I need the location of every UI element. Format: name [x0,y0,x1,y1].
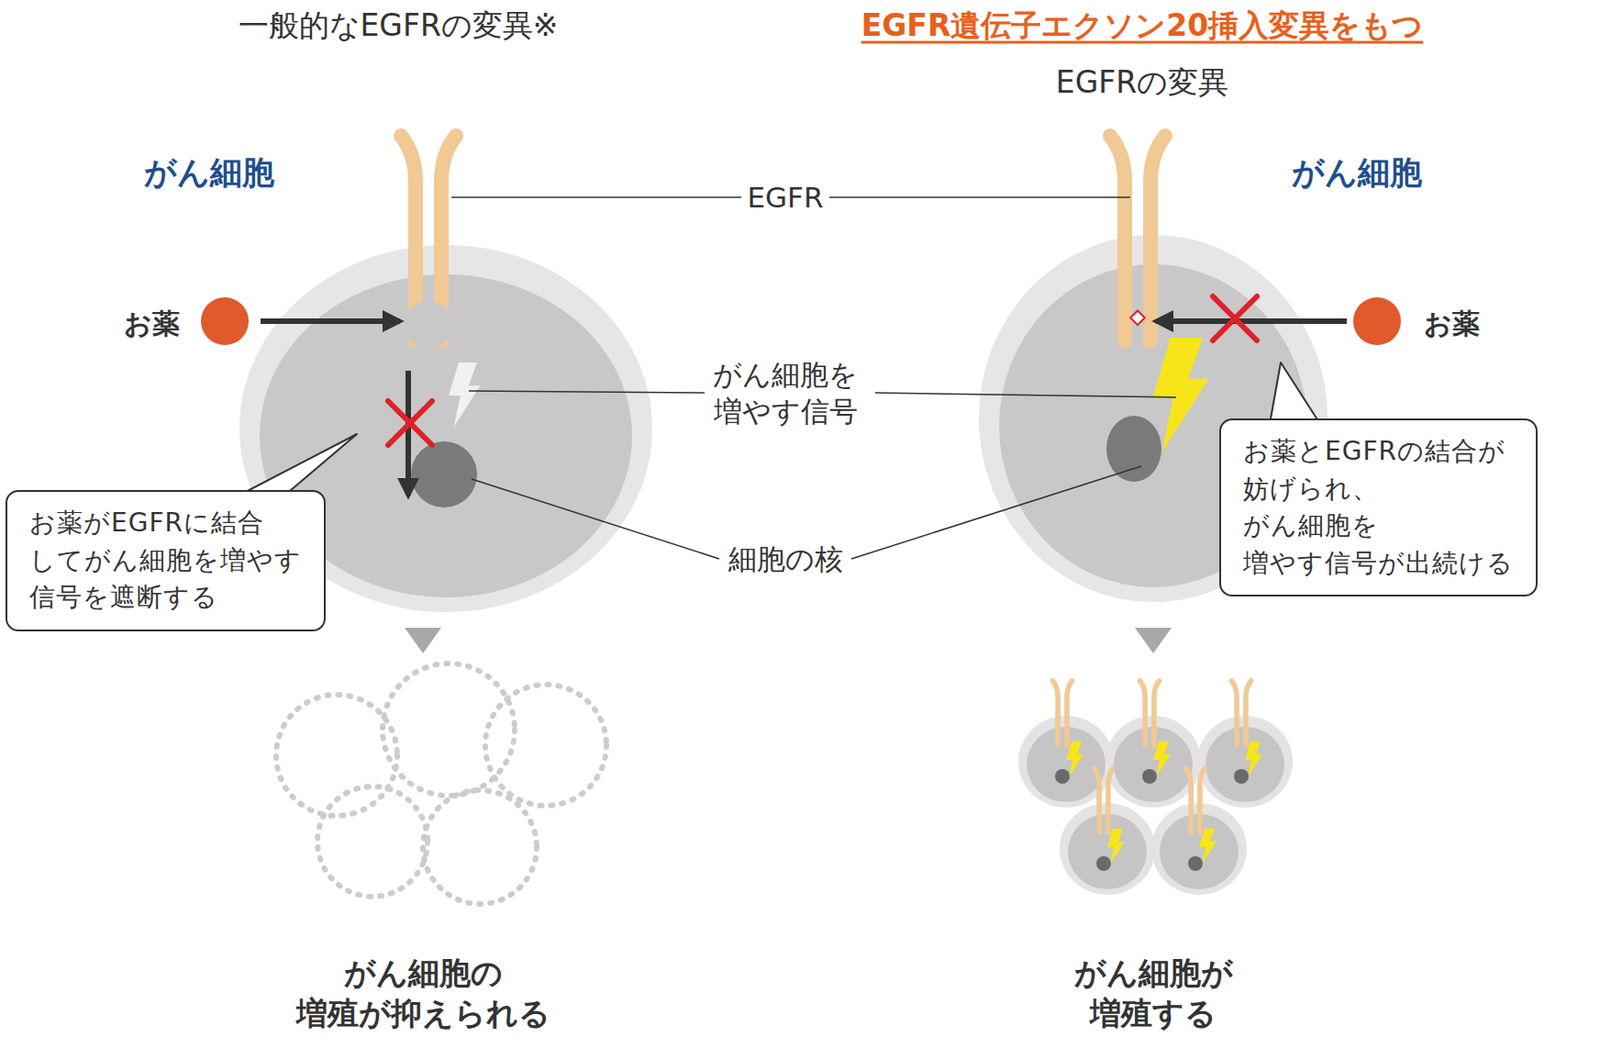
panel-title: 一般的なEGFRの変異※ [238,6,559,46]
callout-text: お薬とEGFRの結合が 妨げられ、がん細胞を 増やす信号が出続ける [1243,433,1514,582]
callout-tail [1269,362,1321,424]
callout-tail [238,433,357,496]
cell-label: がん細胞 [1291,152,1423,195]
nucleus [411,441,478,508]
leader-line [829,196,1131,199]
callout-box: お薬がEGFRに結合 してがん細胞を増やす 信号を遮断する [5,489,326,632]
proliferating-cell [1151,767,1247,895]
part-label: がん細胞を 増やす信号 [712,355,858,431]
callout-box: お薬とEGFRの結合が 妨げられ、がん細胞を 増やす信号が出続ける [1219,418,1538,597]
result-label: がん細胞が 増殖する [1074,952,1234,1034]
egfr-receptor [1186,767,1192,833]
binding-site [404,300,453,349]
egfr-receptor [1200,767,1206,833]
drug [200,297,249,345]
leader-line [875,392,1177,398]
proliferating-cell [1059,767,1156,895]
egfr-receptor [1053,680,1059,745]
signal-bolt [448,362,480,427]
mutation-site [1130,311,1145,326]
part-label: EGFR [747,178,824,216]
egfr-receptor [1094,767,1100,833]
leader-line [471,478,720,559]
down-triangle [1134,627,1172,654]
egfr-receptor [1232,680,1238,745]
block-cross [1212,296,1257,341]
arrow [1155,318,1347,324]
suppressed-cell [485,684,607,806]
drug-label: お薬 [123,305,180,342]
arrow [405,370,412,496]
egfr-receptor [1150,135,1166,342]
panel-title: EGFR遺伝子エクソン20挿入変異をもつ [861,6,1424,46]
nucleus [1106,415,1162,482]
down-triangle [404,627,442,654]
egfr-receptor [1066,680,1073,745]
drug-label: お薬 [1423,305,1480,342]
egfr-receptor [1108,767,1114,833]
egfr-receptor [1110,135,1125,342]
egfr-receptor [1140,680,1146,745]
cell-label: がん細胞 [144,152,275,195]
panel-title: EGFRの変異 [1055,63,1229,103]
part-label: 細胞の核 [728,540,844,578]
callout-text: お薬がEGFRに結合 してがん細胞を増やす 信号を遮断する [29,504,302,617]
signal-bolt [1153,337,1210,453]
drug [1353,297,1401,345]
egfr-receptor [1154,680,1160,745]
suppressed-cell [422,789,537,904]
leader-line [468,390,705,393]
suppressed-cell [317,786,428,897]
proliferating-cell [1197,680,1293,808]
egfr-receptor [1245,680,1252,745]
result-label: がん細胞の 増殖が抑えられる [296,952,551,1034]
proliferating-cell [1105,680,1201,808]
arrow [260,318,400,324]
block-cross [388,400,433,445]
leader-line [851,466,1142,559]
leader-line [451,196,742,199]
